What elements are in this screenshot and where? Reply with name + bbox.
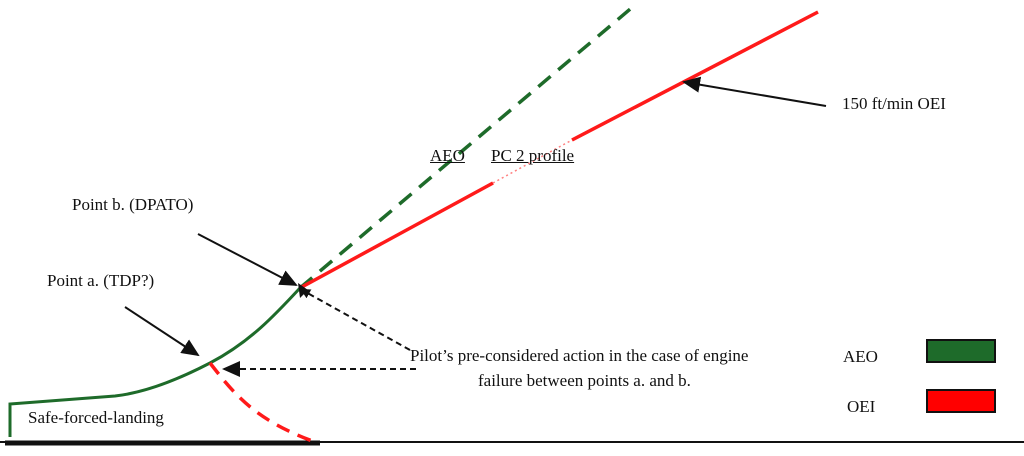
legend-oei-swatch bbox=[926, 389, 996, 413]
oei-climb-line-upper bbox=[571, 10, 819, 142]
pilot-action-line2: failure between points a. and b. bbox=[478, 371, 691, 390]
aeo-takeoff-path bbox=[8, 286, 302, 437]
point-a-arrow bbox=[124, 306, 200, 357]
oei-rate-label: 150 ft/min OEI bbox=[842, 94, 946, 113]
oei-climb-line-lower bbox=[299, 181, 494, 290]
legend-aeo-label: AEO bbox=[843, 347, 878, 366]
pc2-profile-label: PC 2 profile bbox=[491, 146, 575, 165]
legend-aeo-swatch bbox=[926, 339, 996, 363]
oei-rate-arrow bbox=[682, 76, 827, 107]
safe-forced-landing-label: Safe-forced-landing bbox=[28, 408, 164, 427]
point-a-label: Point a. (TDP?) bbox=[47, 271, 155, 290]
aeo-climb-dashed bbox=[298, 3, 637, 290]
pilot-action-arrow-to-b bbox=[300, 289, 411, 351]
point-b-arrow bbox=[197, 233, 298, 286]
point-b-label: Point b. (DPATO) bbox=[72, 195, 194, 214]
aeo-profile-label: AEO bbox=[430, 146, 465, 165]
pilot-action-line1: Pilot’s pre-considered action in the cas… bbox=[410, 346, 749, 365]
point-b-marker-icon bbox=[298, 283, 308, 298]
legend-oei-label: OEI bbox=[847, 397, 876, 416]
oei-rejected-dashed bbox=[208, 361, 316, 444]
